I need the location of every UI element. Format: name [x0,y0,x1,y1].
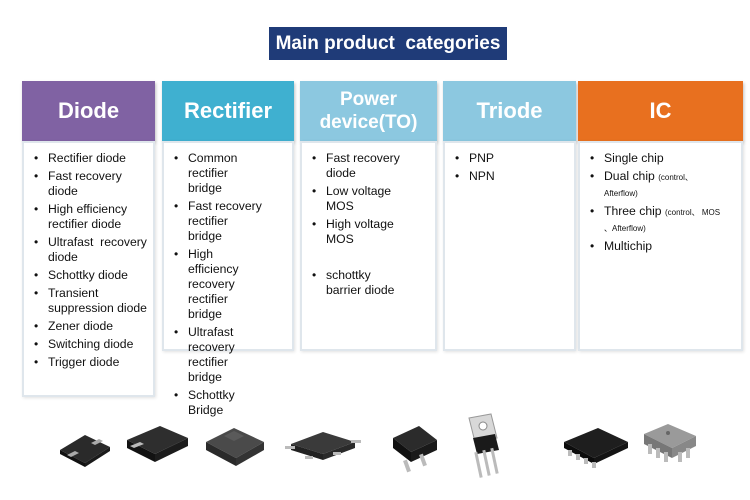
list-item: Ultrafast recovery rectifier bridge [172,325,262,385]
item-main: Dual chip [604,169,659,183]
to252-icon [393,426,437,473]
column-header-rectifier: Rectifier [162,81,294,141]
smd-bridge-4pin-icon [285,432,361,460]
list-item: Multichip [588,239,721,254]
smd-diode-large-icon [127,426,188,462]
column-header-line: device(TO) [319,112,418,133]
smd-bridge-icon [206,428,264,466]
column-header-triode: Triode [443,81,576,141]
column-header-ic: IC [578,81,743,141]
page-title: Main product categories [269,27,507,60]
column-body-rectifier: Common rectifier bridge Fast recovery re… [162,141,294,417]
column-body-power-device: Fast recovery diode Low voltage MOS High… [300,141,437,351]
list-item: Schottky Bridge [172,388,262,418]
list-item: High voltage MOS [310,217,405,247]
list-item: Single chip [588,151,721,166]
column-header-line: Power [339,89,398,110]
list-item: Three chip (control、 MOS 、Afterflow) [588,204,721,236]
list-item: Fast recovery rectifier bridge [172,199,262,244]
item-main: Multichip [604,239,653,253]
list-item: Ultrafast recovery diode [32,235,151,265]
item-main: Three chip [604,204,665,218]
list-item: Schottky diode [32,268,151,283]
list-item: Common rectifier bridge [172,151,262,196]
list-item: PNP [453,151,570,166]
list-item: Rectifier diode [32,151,151,166]
list-item: Zener diode [32,319,151,334]
list-item: Fast recovery diode [32,169,151,199]
list-item: High efficiency rectifier diode [32,202,151,232]
column-body-ic: Single chip Dual chip (control、 Afterflo… [578,141,743,351]
sop8-black-icon [564,428,628,468]
sop8-grey-icon [644,424,696,462]
column-body-diode: Rectifier diode Fast recovery diode High… [22,141,155,397]
list-item: schottky barrier diode [310,268,405,298]
smd-diode-icon [60,435,110,467]
item-note: (control、 MOS 、Afterflow) [604,208,721,233]
column-header-diode: Diode [22,81,155,141]
column-body-triode: PNP NPN [443,141,576,351]
list-item: Dual chip (control、 Afterflow) [588,169,721,201]
list-item: Low voltage MOS [310,184,405,214]
list-item: Trigger diode [32,355,151,370]
list-item: Fast recovery diode [310,151,405,181]
item-note: (control、 Afterflow) [604,173,693,198]
list-item: Switching diode [32,337,151,352]
list-item: Transient suppression diode [32,286,151,316]
list-item: NPN [453,169,570,184]
to220-icon [468,413,499,478]
item-main: Single chip [604,151,664,165]
column-header-power-device: Power device(TO) [300,81,437,141]
list-item: High efficiency recovery rectifier bridg… [172,247,262,322]
